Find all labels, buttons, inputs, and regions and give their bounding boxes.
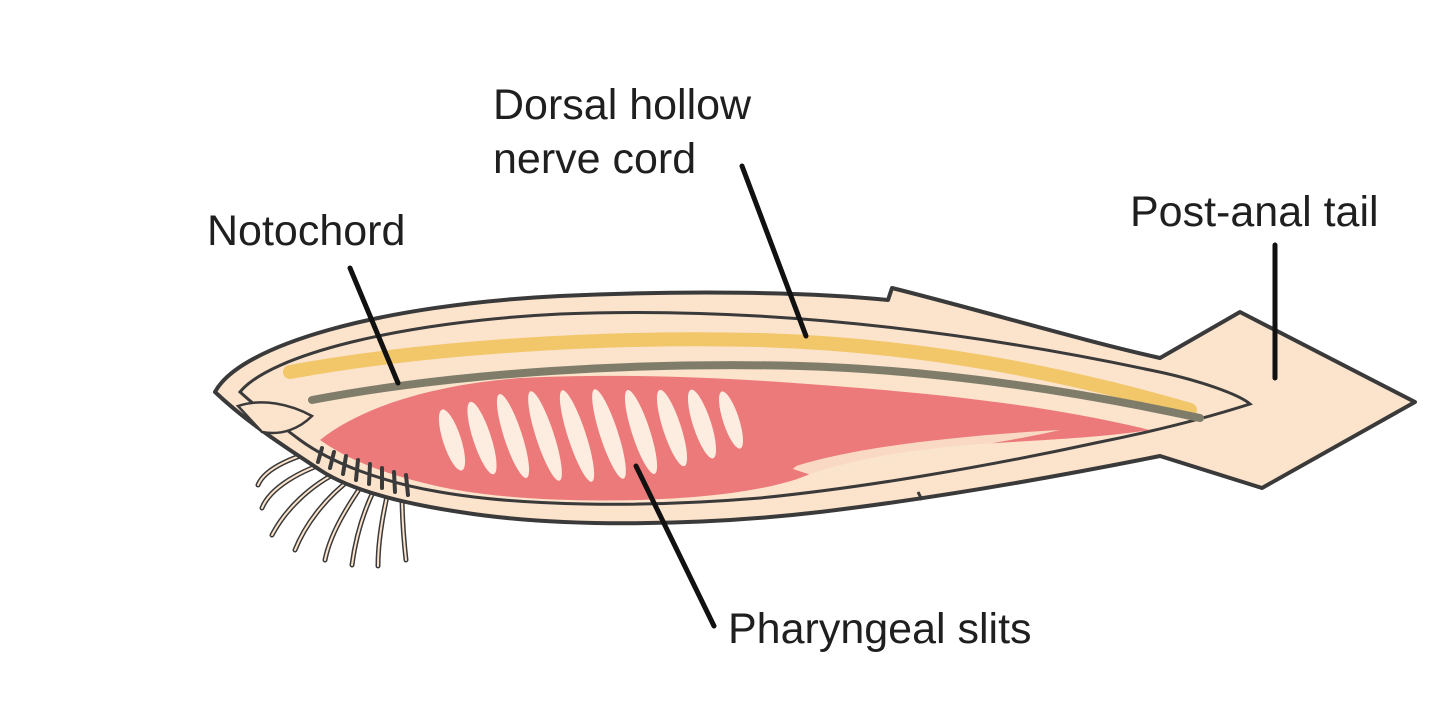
- pharyngeal-slit-group: [438, 389, 743, 482]
- pharyngeal-slit: [592, 389, 626, 479]
- pharyngeal-slit: [467, 401, 497, 475]
- leader-line-nerve-cord: [739, 163, 809, 339]
- pharyngeal-slit: [559, 390, 595, 482]
- dorsal-nerve-cord-label-line2: nerve cord: [493, 135, 697, 183]
- dorsal-nerve-cord-label-line1: Dorsal hollow: [493, 81, 752, 129]
- pharyngeal-slit: [438, 409, 466, 471]
- leader-lines: [347, 163, 1278, 629]
- notochord-label: Notochord: [207, 207, 406, 255]
- atriopore-notch: [916, 491, 924, 501]
- notochord: [308, 361, 1204, 422]
- pharyngeal-slits-label: Pharyngeal slits: [728, 605, 1032, 653]
- oral-bars: [316, 446, 410, 497]
- leader-line-notochord: [347, 265, 401, 386]
- pharyngeal-slit: [656, 389, 688, 467]
- leader-line-slits: [633, 463, 717, 629]
- gut-end: [745, 453, 800, 477]
- pharyngeal-slit: [687, 389, 717, 459]
- pharyngeal-slit: [496, 394, 530, 478]
- nerve-cord: [283, 332, 1197, 417]
- pharyngeal-slit: [624, 390, 658, 474]
- post-anal-tail-label: Post-anal tail: [1130, 188, 1379, 236]
- pharyngeal-slit: [528, 391, 562, 481]
- gut-band: [790, 430, 1060, 478]
- mouth-hood: [235, 401, 315, 435]
- pharyngeal-slit: [719, 391, 743, 449]
- dorsal-nerve-cord-label: Dorsal hollow nerve cord: [493, 78, 751, 186]
